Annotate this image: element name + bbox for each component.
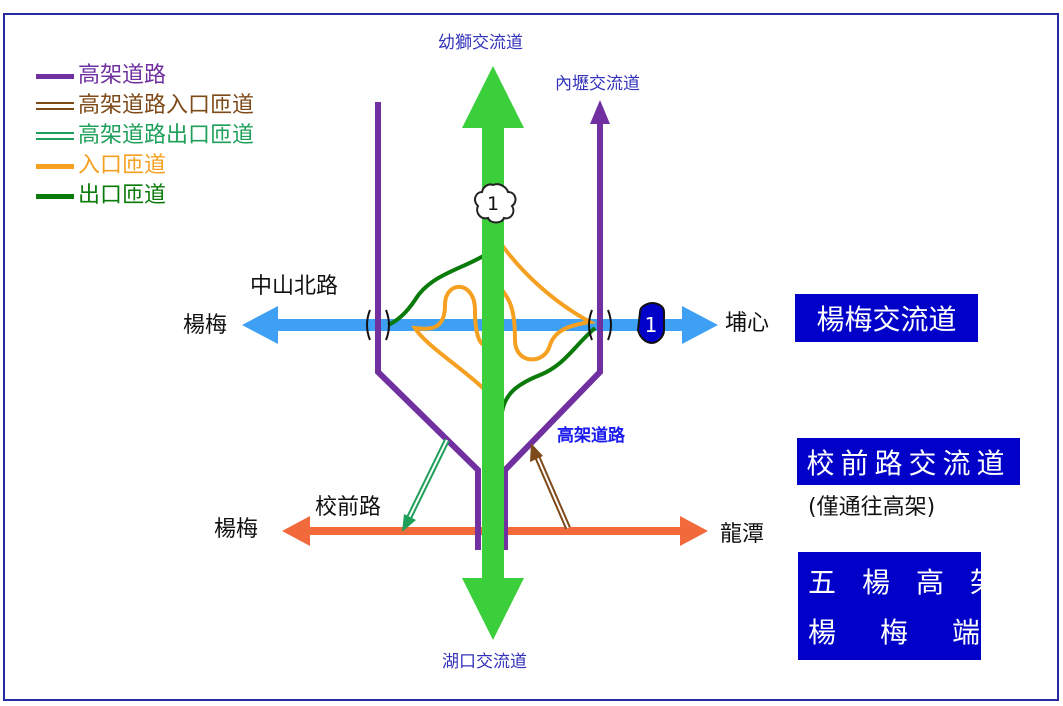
viaduct-label: 高架道路 (557, 426, 625, 446)
national-freeway-1 (462, 66, 524, 640)
legend-label: 高架道路 (78, 63, 167, 88)
wuyang-viaduct-title: 五楊高架 楊梅端 (798, 552, 1025, 660)
viaduct (375, 102, 603, 550)
provincial-shield-number: 1 (645, 313, 658, 337)
exit-ramps (387, 253, 597, 413)
freeway-shield-number: 1 (487, 193, 499, 215)
legend-label: 高架道路入口匝道 (78, 93, 255, 118)
zhongshan-road-label: 中山北路 (250, 274, 339, 299)
provincial-1-shield-icon: 1 (636, 301, 665, 345)
south-interchange-label: 湖口交流道 (442, 652, 527, 672)
northeast-interchange-label: 內壢交流道 (555, 74, 640, 94)
legend-swatch (36, 193, 74, 199)
north-interchange-label: 幼獅交流道 (438, 33, 523, 53)
freeway-1-shield-icon: 1 (474, 183, 517, 224)
diagram-border (3, 13, 1059, 701)
legend-item: 高架道路入口匝道 (36, 92, 254, 120)
legend-label: 高架道路出口匝道 (78, 123, 255, 148)
xiaoqian-interchange-title: 校前路交流道 (797, 438, 1020, 485)
legend-label: 入口匝道 (78, 153, 167, 178)
wuyang-title-line1: 五楊高架 (808, 566, 1025, 599)
east-destination-main: 埔心 (725, 311, 770, 336)
viaduct-exit-ramp (402, 438, 450, 532)
legend-item: 高架道路 (36, 62, 166, 90)
legend-item: 高架道路出口匝道 (36, 122, 254, 150)
legend-swatch (36, 163, 74, 169)
viaduct-only-note: (僅通往高架) (808, 495, 936, 520)
legend-item: 出口匝道 (36, 182, 166, 210)
wuyang-title-line2: 楊梅端 (808, 616, 1025, 649)
legend-label: 出口匝道 (78, 183, 167, 208)
legend-item: 入口匝道 (36, 152, 166, 180)
west-destination-main: 楊梅 (183, 313, 228, 338)
west-destination-lower: 楊梅 (214, 517, 259, 542)
legend-swatch (36, 132, 74, 140)
legend-swatch (36, 73, 74, 79)
legend-swatch (36, 102, 74, 110)
yangmei-interchange-title: 楊梅交流道 (795, 294, 978, 342)
underpass-brackets (366, 309, 612, 341)
entry-ramps (411, 243, 597, 392)
xiaoqian-road-label: 校前路 (315, 495, 382, 520)
viaduct-arrowhead (590, 100, 610, 124)
viaduct-entry-ramp (530, 443, 571, 530)
east-destination-lower: 龍潭 (720, 522, 765, 547)
